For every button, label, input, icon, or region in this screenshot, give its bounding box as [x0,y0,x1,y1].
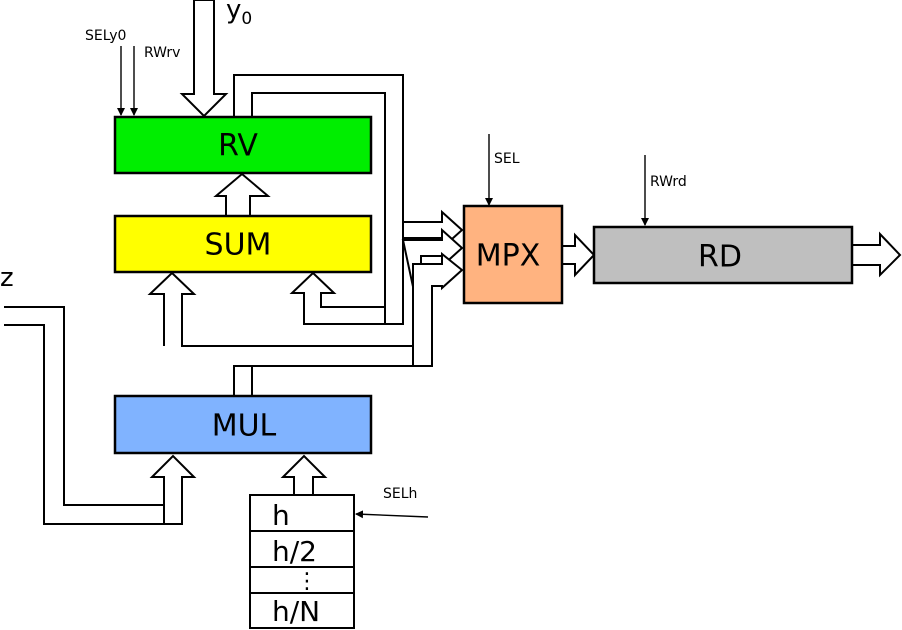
rv-label: RV [218,129,258,164]
rd-output-arrow [851,231,902,278]
rw-rd-label: RWrd [650,174,687,190]
sum-to-rv-arrow [213,172,271,217]
coeff-h-n: h/N [272,595,320,628]
mpx-block: MPX [462,204,564,305]
sel-label: SEL [494,151,520,167]
mpx-label: MPX [476,239,541,274]
coeff-h-half: h/2 [272,535,317,568]
sum-label: SUM [205,228,272,263]
rv-block: RV [113,115,373,175]
coeff-h: h [272,499,290,532]
y0-subscript: 0 [241,9,252,29]
mul-output-bus [147,251,464,396]
coefficient-table: h h/2 ⋮ h/N [249,494,355,629]
rw-rv-label: RWrv [144,45,180,61]
mul-block: MUL [113,394,373,455]
feedback-into-sum-arrow [289,271,386,325]
rd-block: RD [592,225,854,285]
mpx-to-rd-arrow [561,232,596,278]
mul-label: MUL [212,409,277,444]
sum-block: SUM [113,214,373,274]
y0-base: y [226,0,241,25]
sel-y0-label: SELy0 [85,28,126,44]
coeff-to-mul-arrow [280,454,328,496]
y0-label: y0 [226,0,252,29]
z-bus [4,306,197,525]
z-label: z [0,263,14,293]
coeff-dots: ⋮ [296,569,318,594]
sel-h-signal [355,510,429,519]
y0-bus [179,0,229,118]
rd-label: RD [698,240,742,275]
sel-h-label: SELh [383,486,417,502]
